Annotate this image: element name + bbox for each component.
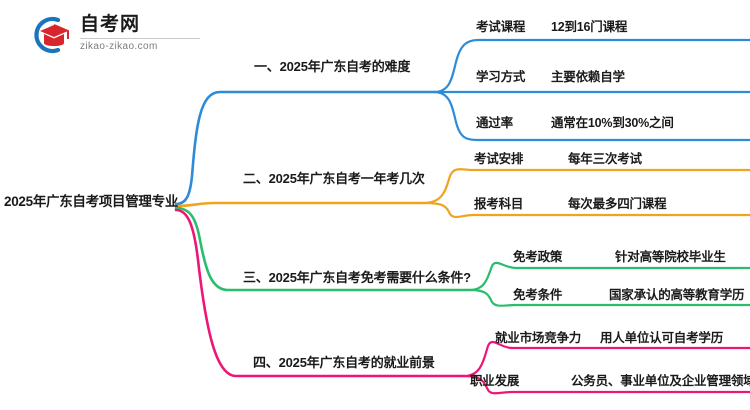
branch-label-2: 二、2025年广东自考一年考几次	[243, 171, 425, 186]
wire-root-branch2	[174, 201, 426, 208]
leaf-key-2-2: 报考科目	[474, 197, 524, 211]
leaf-key-1-1: 考试课程	[476, 20, 526, 34]
leaf-key-4-2: 职业发展	[470, 374, 520, 388]
leaf-value-4-1: 用人单位认可自考学历	[600, 331, 724, 345]
leaf-value-1-1: 12到16门课程	[551, 20, 628, 34]
leaf-value-1-3: 通常在10%到30%之间	[551, 116, 674, 130]
leaf-value-4-2: 公务员、事业单位及企业管理领域	[571, 374, 750, 388]
leaf-key-2-1: 考试安排	[474, 152, 524, 166]
leaf-value-1-2: 主要依赖自学	[551, 70, 625, 84]
site-logo: 自考网 zikao-zikao.com	[28, 12, 218, 58]
wire-root-branch1	[174, 90, 436, 206]
leaf-value-3-2: 国家承认的高等教育学历	[609, 288, 745, 302]
leaf-value-3-1: 针对高等院校毕业生	[615, 250, 726, 264]
logo-divider	[80, 38, 200, 39]
leaf-value-2-2: 每次最多四门课程	[568, 197, 667, 211]
logo-icon	[34, 16, 69, 54]
logo-name: 自考网	[80, 14, 141, 35]
mindmap-root-label: 2025年广东自考项目管理专业	[4, 194, 179, 209]
leaf-value-2-1: 每年三次考试	[568, 152, 642, 166]
leaf-key-4-1: 就业市场竞争力	[495, 331, 582, 345]
branch-label-3: 三、2025年广东自考免考需要什么条件?	[243, 270, 471, 285]
branch-label-1: 一、2025年广东自考的难度	[254, 59, 411, 74]
leaf-key-1-2: 学习方式	[476, 70, 526, 84]
branch-label-4: 四、2025年广东自考的就业前景	[253, 355, 435, 370]
leaf-key-1-3: 通过率	[476, 116, 513, 130]
leaf-key-3-1: 免考政策	[513, 250, 563, 264]
leaf-key-3-2: 免考条件	[513, 288, 563, 302]
logo-text: 自考网 zikao-zikao.com	[80, 14, 200, 52]
logo-domain: zikao-zikao.com	[80, 41, 158, 52]
